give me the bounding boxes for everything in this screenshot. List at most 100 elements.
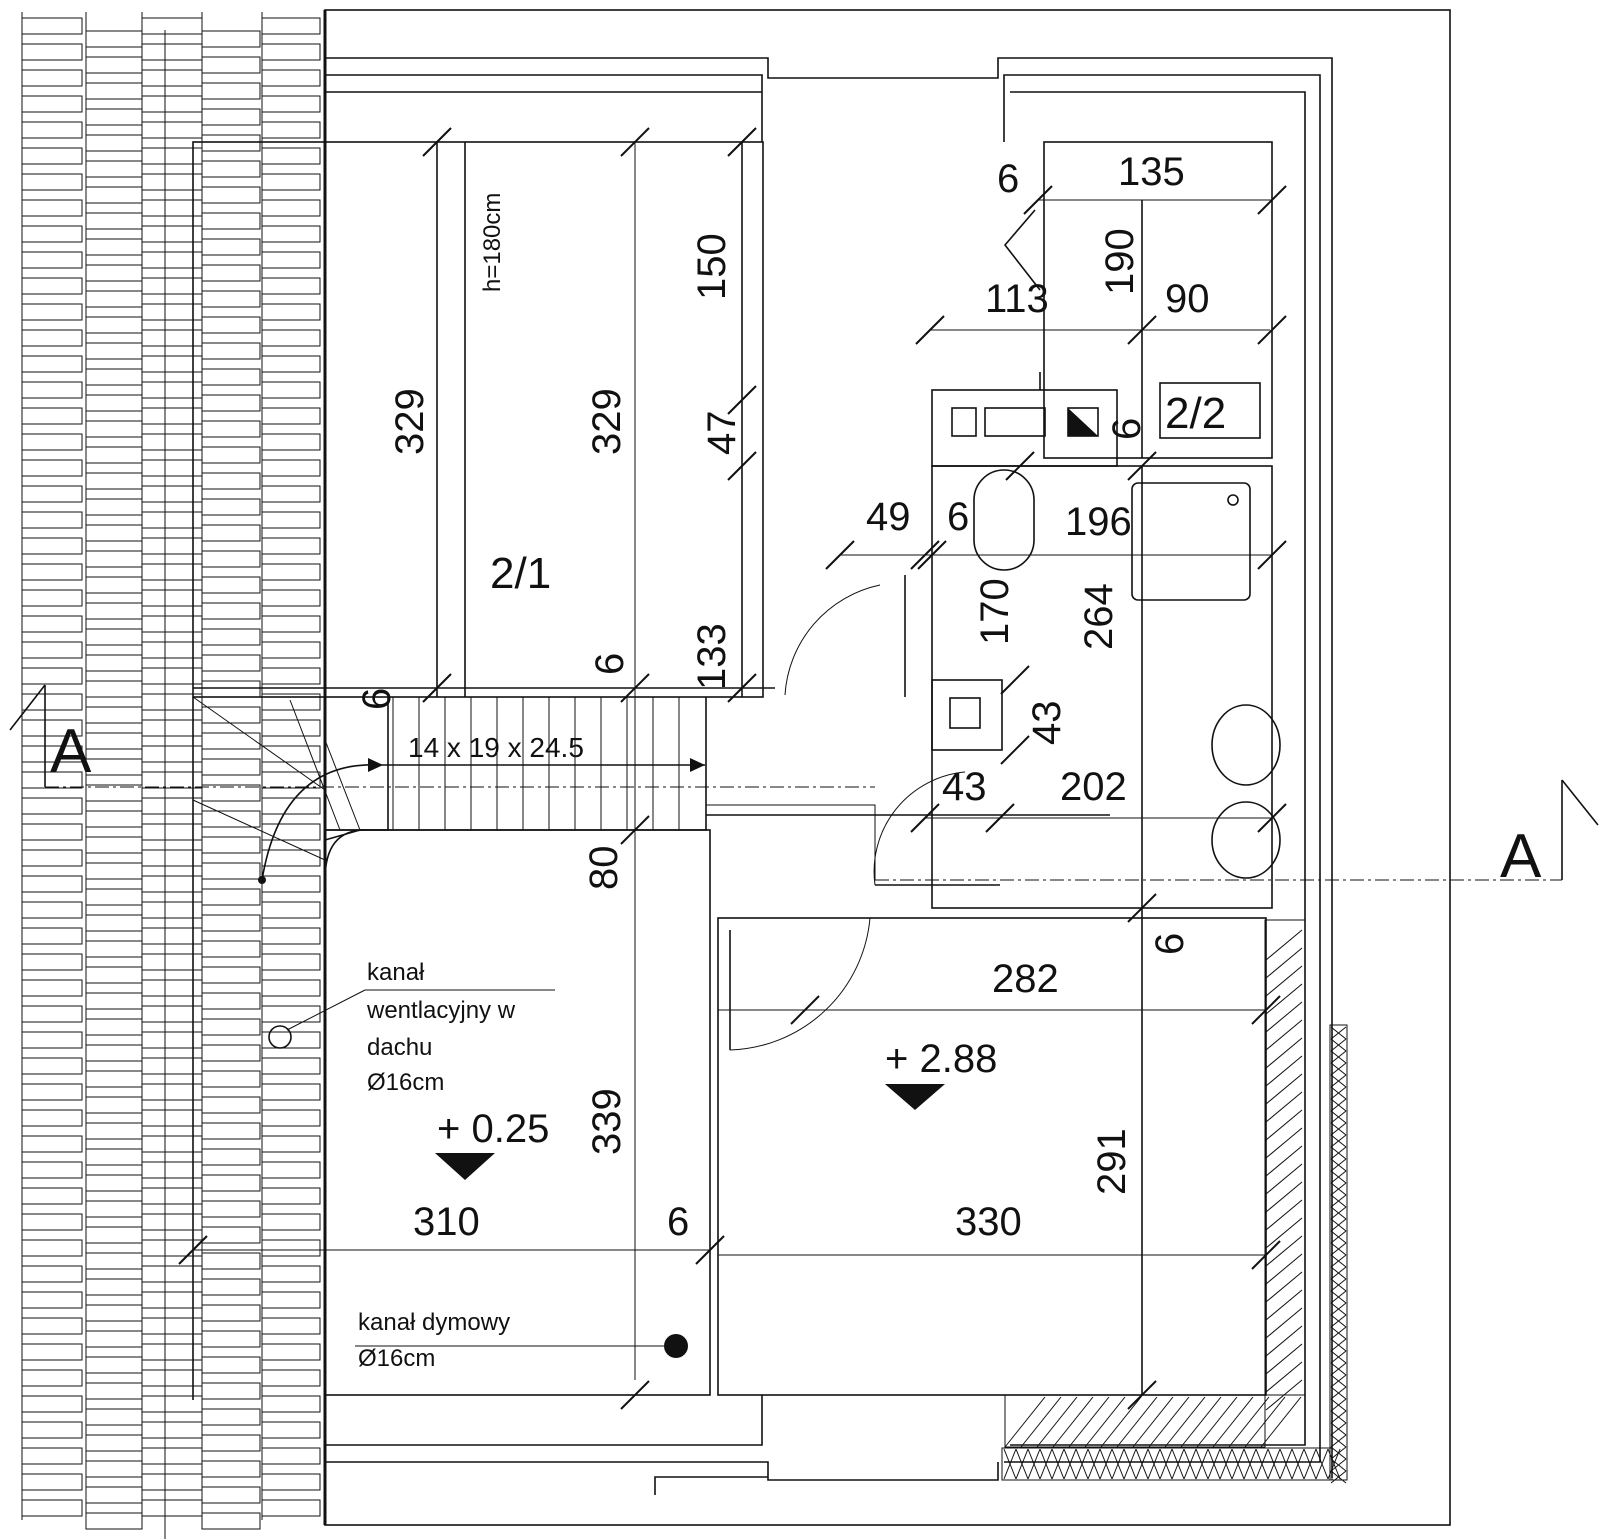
crosshatch-line xyxy=(1111,1448,1125,1480)
roof-tile xyxy=(21,277,83,295)
roof-tile xyxy=(261,121,321,139)
dimension-tick xyxy=(1257,185,1287,215)
crosshatch-line xyxy=(1330,1458,1347,1472)
winder-tread xyxy=(289,699,341,831)
roof-tile xyxy=(261,147,321,165)
roof-tile xyxy=(21,1473,83,1491)
roof-tile xyxy=(261,979,321,997)
roof-tile xyxy=(21,615,83,633)
roof-tile xyxy=(201,1356,261,1374)
roof-tile xyxy=(85,212,143,230)
vent-leader xyxy=(286,989,366,1031)
roof-tile xyxy=(201,992,261,1010)
roof-tile xyxy=(21,849,83,867)
roof-tile xyxy=(85,706,143,724)
hatch-line xyxy=(1265,1181,1303,1213)
crosshatch-bottom xyxy=(1001,1447,1333,1481)
roof-tile xyxy=(21,459,83,477)
dimension-tick xyxy=(727,451,757,481)
roof-tile xyxy=(85,1018,143,1036)
roof-tile xyxy=(261,537,321,555)
crosshatch-line xyxy=(1330,1170,1347,1184)
roof-tile xyxy=(21,355,83,373)
crosshatch-line xyxy=(1147,1448,1161,1480)
roof-tile xyxy=(201,82,261,100)
crosshatch-line xyxy=(1330,1314,1347,1328)
roof-tile xyxy=(21,1317,83,1335)
roof-tile xyxy=(21,173,83,191)
right-wall-inner xyxy=(1010,91,1306,1446)
wardrobe-outline xyxy=(1043,141,1273,459)
roof-tile xyxy=(261,1291,321,1309)
hatch-line xyxy=(1180,1396,1222,1448)
roof-tile xyxy=(21,17,83,35)
winder-tread xyxy=(324,739,361,831)
bathtub-drain xyxy=(1227,494,1239,506)
sink-1 xyxy=(1211,704,1281,786)
roof-tile xyxy=(85,680,143,698)
dimension-tick xyxy=(620,127,650,157)
roof-tile xyxy=(261,901,321,919)
roof-tile xyxy=(21,1213,83,1231)
roof-tile xyxy=(85,1252,143,1270)
crosshatch-line xyxy=(1171,1448,1185,1480)
roof-tile xyxy=(201,1226,261,1244)
dim-135: 135 xyxy=(1118,150,1185,194)
hatch-line xyxy=(1265,1145,1303,1177)
roof-tile xyxy=(261,433,321,451)
roof-tile xyxy=(85,940,143,958)
hatch-line xyxy=(1265,1253,1303,1285)
roof-tile xyxy=(85,602,143,620)
hatch-line xyxy=(1265,1019,1303,1051)
roof-tile xyxy=(85,1044,143,1062)
roof-tile xyxy=(21,641,83,659)
crosshatch-line xyxy=(1330,1338,1347,1352)
roof-tile xyxy=(201,758,261,776)
labels: A A 2/1 2/2 + 0.25 + 2.88 h=180cm 14 x 1… xyxy=(50,150,1542,1372)
hatched-wall-right xyxy=(1264,919,1306,1396)
dimension-tick xyxy=(1005,451,1035,481)
roof-tile xyxy=(21,797,83,815)
roof-tile xyxy=(141,1473,203,1491)
smoke-symbol xyxy=(664,1334,688,1358)
vent-note-4: Ø16cm xyxy=(367,1069,444,1096)
roof-tile xyxy=(21,1005,83,1023)
roof-tile xyxy=(21,1187,83,1205)
crosshatch-line xyxy=(1330,1194,1347,1208)
level-right: + 2.88 xyxy=(885,1037,997,1081)
roof-tile xyxy=(261,1447,321,1465)
roof-tile xyxy=(261,329,321,347)
roof-tile xyxy=(201,1148,261,1166)
hatch-line xyxy=(1265,1343,1303,1375)
dim-190: 190 xyxy=(1098,228,1142,295)
roof-tile xyxy=(85,82,143,100)
roof-tile xyxy=(261,277,321,295)
roof-tile xyxy=(21,95,83,113)
top-parapet xyxy=(325,57,1333,1478)
roof-tile xyxy=(261,17,321,35)
roof-tile xyxy=(85,160,143,178)
room-label-2-2: 2/2 xyxy=(1165,389,1226,438)
dim-6-bottom: 6 xyxy=(667,1200,689,1244)
roof-tile xyxy=(85,238,143,256)
roof-tile xyxy=(261,1135,321,1153)
crosshatch-line xyxy=(1159,1448,1173,1480)
roof-tile xyxy=(21,1135,83,1153)
crosshatch-line xyxy=(1267,1448,1281,1480)
roof-tile xyxy=(261,1239,321,1257)
dimension-tick xyxy=(620,1380,650,1410)
dim-43-h: 43 xyxy=(942,765,987,809)
roof-tile xyxy=(85,30,143,48)
crosshatch-line xyxy=(1027,1448,1041,1480)
roof-tile xyxy=(85,524,143,542)
roof-tile xyxy=(201,368,261,386)
roof-tile xyxy=(261,927,321,945)
top-wall-left xyxy=(325,74,763,142)
roof-tile xyxy=(21,1161,83,1179)
dim-6-mid: 6 xyxy=(947,495,969,539)
hatch-line xyxy=(1196,1396,1238,1448)
dim-282: 282 xyxy=(992,957,1059,1001)
roof-tile xyxy=(21,407,83,425)
flue-1 xyxy=(951,407,977,437)
crosshatch-line xyxy=(1315,1448,1329,1480)
